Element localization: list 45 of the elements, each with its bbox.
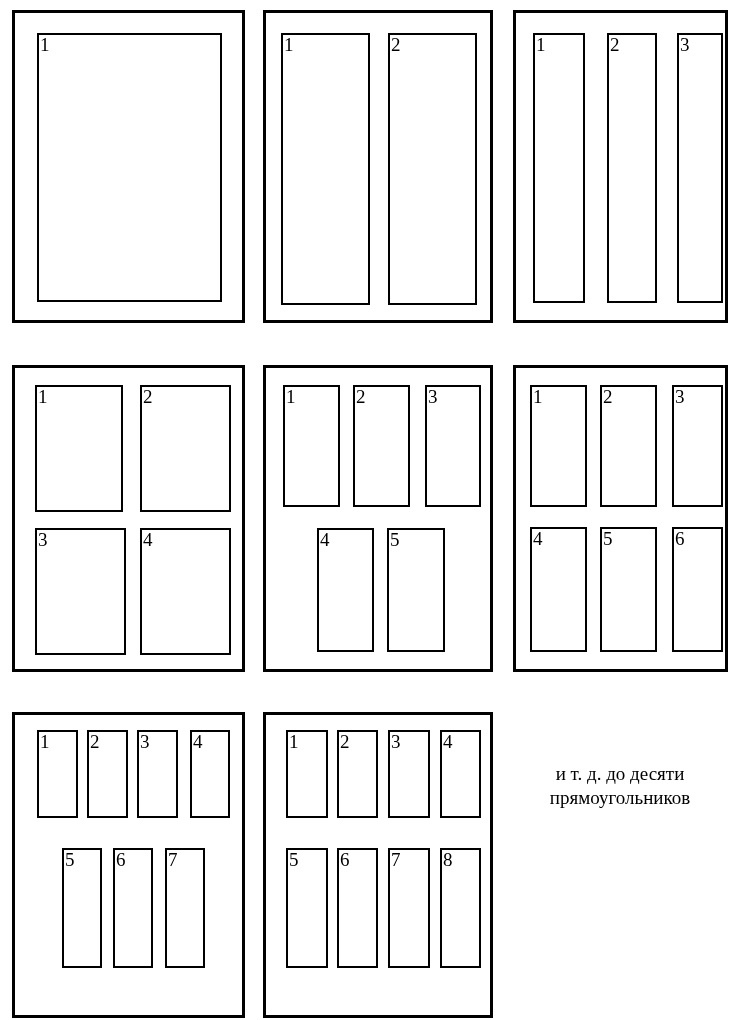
numbered-frame: 4 xyxy=(440,730,481,818)
note-text: и т. д. до десяти прямоугольников xyxy=(548,762,692,810)
numbered-frame: 2 xyxy=(87,730,128,818)
numbered-frame: 5 xyxy=(286,848,328,968)
page-frame xyxy=(513,10,728,323)
numbered-frame: 3 xyxy=(425,385,481,507)
numbered-frame: 7 xyxy=(388,848,430,968)
numbered-frame: 4 xyxy=(190,730,230,818)
numbered-frame: 7 xyxy=(165,848,205,968)
numbered-frame: 3 xyxy=(35,528,126,655)
numbered-frame: 4 xyxy=(140,528,231,655)
numbered-frame: 8 xyxy=(440,848,481,968)
numbered-frame: 4 xyxy=(530,527,587,652)
numbered-frame: 6 xyxy=(337,848,378,968)
numbered-frame: 4 xyxy=(317,528,374,652)
numbered-frame: 5 xyxy=(387,528,445,652)
numbered-frame: 2 xyxy=(337,730,378,818)
numbered-frame: 1 xyxy=(281,33,370,305)
numbered-frame: 6 xyxy=(113,848,153,968)
numbered-frame: 2 xyxy=(607,33,657,303)
numbered-frame: 2 xyxy=(140,385,231,512)
numbered-frame: 3 xyxy=(672,385,723,507)
numbered-frame: 3 xyxy=(388,730,430,818)
numbered-frame: 1 xyxy=(283,385,340,507)
numbered-frame: 2 xyxy=(353,385,410,507)
page-frame xyxy=(12,712,245,1018)
numbered-frame: 2 xyxy=(600,385,657,507)
numbered-frame: 1 xyxy=(35,385,123,512)
numbered-frame: 1 xyxy=(533,33,585,303)
numbered-frame: 1 xyxy=(286,730,328,818)
numbered-frame: 5 xyxy=(600,527,657,652)
numbered-frame: 1 xyxy=(37,730,78,818)
numbered-frame: 1 xyxy=(530,385,587,507)
page-frame xyxy=(12,365,245,672)
page-frame xyxy=(263,365,493,672)
page-frame xyxy=(513,365,728,672)
numbered-frame: 5 xyxy=(62,848,102,968)
page-frame xyxy=(263,10,493,323)
numbered-frame: 2 xyxy=(388,33,477,305)
page-frame xyxy=(12,10,245,323)
numbered-frame: 1 xyxy=(37,33,222,302)
numbered-frame: 3 xyxy=(677,33,723,303)
numbered-frame: 6 xyxy=(672,527,723,652)
numbered-frame: 3 xyxy=(137,730,178,818)
page-frame xyxy=(263,712,493,1018)
